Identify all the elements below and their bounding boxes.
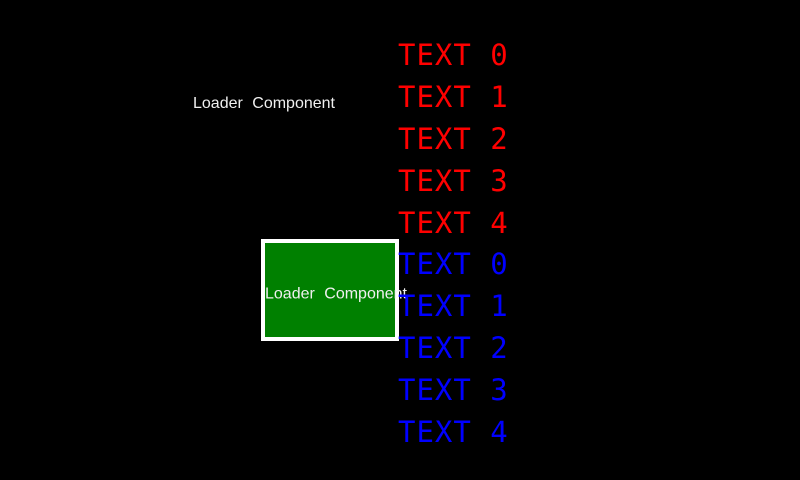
list-item[interactable]: TEXT 4: [398, 411, 538, 453]
list-item[interactable]: TEXT 0: [398, 34, 538, 76]
list-item-label: TEXT 4: [398, 205, 509, 240]
list-item[interactable]: TEXT 2: [398, 327, 538, 369]
loader-component-box-label: Loader Component: [265, 285, 407, 303]
list-item[interactable]: TEXT 1: [398, 76, 538, 118]
list-item[interactable]: TEXT 3: [398, 160, 538, 202]
text-list: TEXT 0 TEXT 1 TEXT 2 TEXT 3 TEXT 4 TEXT …: [398, 34, 538, 454]
list-item[interactable]: TEXT 1: [398, 285, 538, 327]
list-item[interactable]: TEXT 0: [398, 243, 538, 285]
list-item-label: TEXT 2: [398, 331, 509, 366]
list-item[interactable]: TEXT 4: [398, 202, 538, 244]
list-item[interactable]: TEXT 2: [398, 118, 538, 160]
list-item-label: TEXT 0: [398, 37, 509, 72]
loader-component-label: Loader Component: [193, 95, 335, 112]
list-item-label: TEXT 3: [398, 373, 509, 408]
list-item[interactable]: TEXT 3: [398, 369, 538, 411]
list-item-label: TEXT 1: [398, 289, 509, 324]
list-item-label: TEXT 0: [398, 247, 509, 282]
list-item-label: TEXT 4: [398, 414, 509, 449]
list-item-label: TEXT 3: [398, 163, 509, 198]
list-item-label: TEXT 1: [398, 79, 509, 114]
loader-component-box: Loader Component: [261, 239, 407, 341]
list-item-label: TEXT 2: [398, 121, 509, 156]
